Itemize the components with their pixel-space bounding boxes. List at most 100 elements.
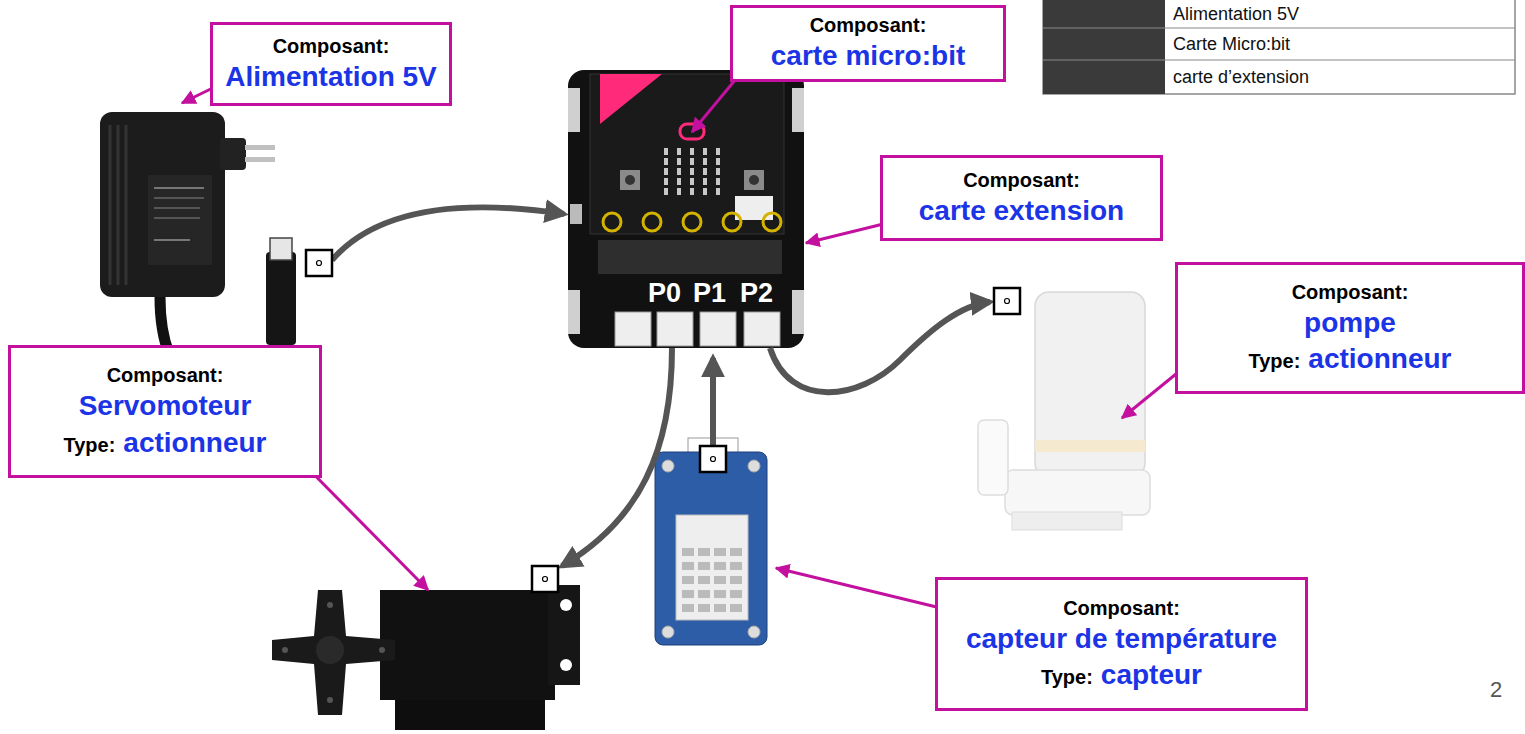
temperature-sensor <box>714 590 726 598</box>
type-heading: Type: <box>1041 666 1093 688</box>
legend-table <box>1043 0 1515 94</box>
water-pump <box>1012 512 1122 530</box>
legend-table <box>1043 0 1515 94</box>
power-supply <box>220 138 246 170</box>
power-supply <box>266 252 296 345</box>
led-grid <box>703 148 707 155</box>
microbit-board <box>568 88 580 132</box>
led-grid <box>703 168 707 175</box>
led-grid <box>677 168 681 175</box>
power-supply <box>154 197 204 199</box>
callout-content: Composant:carte extension <box>919 167 1124 229</box>
microbit-board <box>603 213 621 231</box>
temperature-sensor <box>698 562 710 570</box>
connector-symbol <box>711 457 716 462</box>
component-name: Alimentation 5V <box>225 61 437 92</box>
servomotor <box>316 636 344 664</box>
led-grid <box>690 158 694 165</box>
led-grid <box>716 168 720 175</box>
water-pump <box>1035 292 1145 477</box>
text-line: Alimentation 5V <box>225 59 437 95</box>
text-line: Type:actionneur <box>64 425 267 461</box>
temperature-sensor <box>682 548 694 556</box>
led-grid <box>664 158 668 165</box>
led-grid <box>677 158 681 165</box>
component-heading: Composant: <box>273 35 390 57</box>
connector-symbol <box>306 250 1020 592</box>
servomotor <box>272 585 580 730</box>
power-supply <box>117 125 120 285</box>
temperature-sensor <box>730 590 742 598</box>
led-grid <box>664 178 668 185</box>
component-name: Servomoteur <box>79 390 252 421</box>
microbit-board <box>792 88 804 132</box>
led-grid <box>716 148 720 155</box>
microbit-board <box>723 213 741 231</box>
led-grid <box>677 148 681 155</box>
component-heading: Composant: <box>810 14 927 36</box>
led-grid <box>690 168 694 175</box>
pin-label: P1 <box>693 280 726 307</box>
temperature-sensor <box>698 576 710 584</box>
text-line: Type:capteur <box>966 657 1277 693</box>
power-supply <box>154 187 204 189</box>
temperature-sensor <box>662 626 674 638</box>
led-grid <box>703 158 707 165</box>
led-grid <box>690 148 694 155</box>
microbit-board <box>590 74 784 234</box>
servomotor <box>548 585 580 685</box>
microbit-board <box>744 170 764 190</box>
temperature-sensor <box>682 590 694 598</box>
water-pump <box>978 420 1008 495</box>
temperature-sensor <box>748 460 760 472</box>
callout-box: Composant:carte extension <box>880 155 1163 241</box>
connector-symbol <box>532 566 558 592</box>
temperature-sensor <box>730 548 742 556</box>
power-supply <box>245 145 275 150</box>
temperature-sensor <box>676 515 748 620</box>
temperature-sensor <box>714 604 726 612</box>
callout-box: Composant:pompeType:actionneur <box>1175 262 1525 394</box>
text-line: capteur de température <box>966 621 1277 657</box>
microbit-board <box>700 312 736 346</box>
component-heading: Composant: <box>1063 597 1180 619</box>
legend-table <box>1043 59 1515 60</box>
wire-arrow <box>710 358 716 446</box>
callout-box: Composant: ServomoteurType:actionneur <box>8 345 322 478</box>
led-grid <box>664 148 668 155</box>
servomotor <box>379 647 385 653</box>
led-grid <box>690 188 694 195</box>
led-grid <box>690 178 694 185</box>
connector-symbol <box>1005 299 1010 304</box>
microbit-board <box>749 175 759 185</box>
power-supply <box>245 157 275 162</box>
legend-table <box>1043 27 1515 28</box>
text-line: pompe <box>1249 305 1452 341</box>
connector-symbol <box>306 250 332 276</box>
callout-content: Composant:carte micro:bit <box>771 12 966 74</box>
servomotor <box>395 700 545 730</box>
power-supply <box>154 207 200 209</box>
component-heading: Composant: <box>1292 281 1409 303</box>
table-cell: Carte Micro:bit <box>1173 35 1290 53</box>
servomotor <box>272 590 395 715</box>
microbit-board <box>657 312 693 346</box>
text-line: Composant: <box>225 33 437 59</box>
led-grid <box>703 178 707 185</box>
power-supply <box>154 239 190 241</box>
servomotor <box>327 602 333 608</box>
connector-symbol <box>700 446 726 472</box>
servomotor <box>380 590 555 700</box>
component-heading: Composant: <box>107 364 224 386</box>
led-grid <box>716 178 720 185</box>
water-pump <box>978 292 1150 530</box>
temperature-sensor <box>682 604 694 612</box>
temperature-sensor <box>662 460 674 472</box>
temperature-sensor <box>714 562 726 570</box>
led-grid <box>677 188 681 195</box>
water-pump <box>1035 440 1145 452</box>
microbit-board <box>643 213 661 231</box>
microbit-board <box>568 70 804 348</box>
temperature-sensor <box>655 438 767 645</box>
table-cell: carte d’extension <box>1173 68 1309 86</box>
